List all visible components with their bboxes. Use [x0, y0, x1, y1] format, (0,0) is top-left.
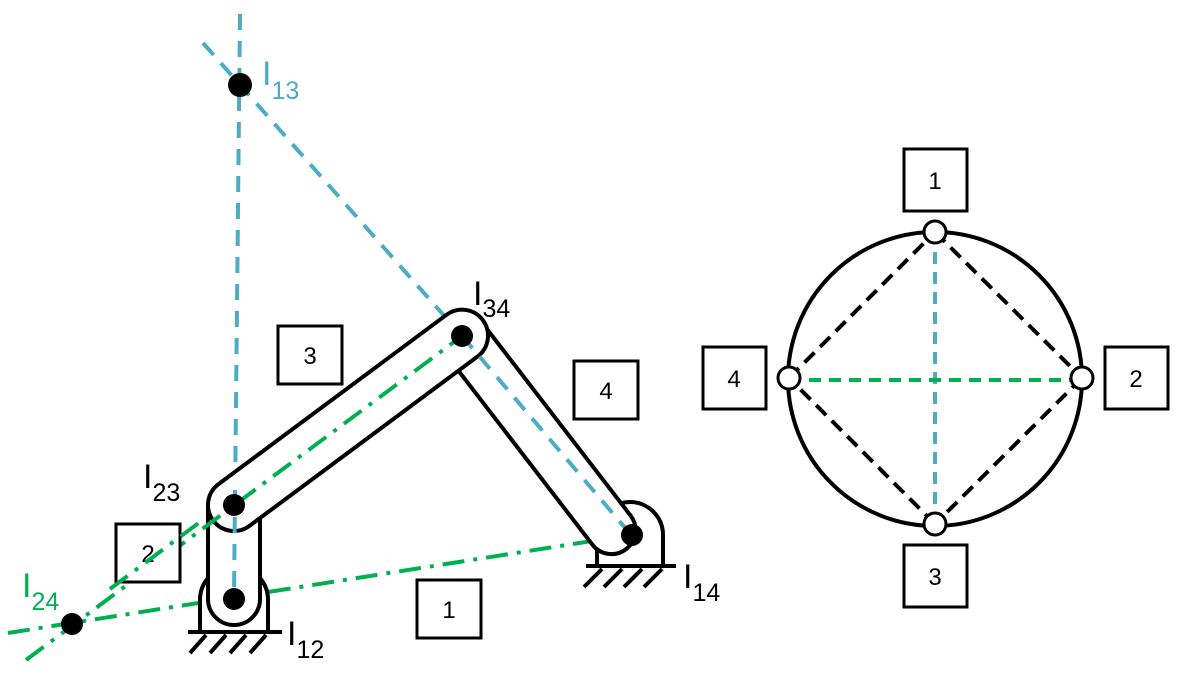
- i24-point: [61, 613, 83, 635]
- link-label-1: 1: [442, 597, 455, 624]
- node-3: [922, 511, 948, 537]
- node-label-box-4: 4: [701, 345, 768, 411]
- node-4: [776, 365, 802, 391]
- node-label-box-3: 3: [902, 543, 969, 609]
- node-label-3: 3: [928, 564, 941, 591]
- edge-4-1: [787, 230, 937, 380]
- instant-center-points: [61, 73, 643, 635]
- circle-diagram: 1 2 3 4: [701, 147, 1170, 609]
- link-label-box-2: 2: [114, 522, 182, 584]
- edge-3-4: [787, 376, 937, 526]
- node-label-4: 4: [727, 366, 740, 393]
- i34-label: I34: [473, 275, 510, 323]
- edge-2-3: [933, 376, 1084, 526]
- i14-label: I14: [683, 558, 720, 607]
- construction-lines-over: [24, 334, 634, 662]
- node-1: [922, 219, 948, 245]
- link-label-2: 2: [141, 541, 154, 568]
- link-label-3: 3: [303, 343, 316, 370]
- link-label-box-3: 3: [276, 324, 344, 386]
- i13-label: I13: [262, 55, 299, 105]
- edge-1-2: [933, 230, 1084, 380]
- i24-line-upper: [24, 334, 464, 662]
- link-label-box-4: 4: [572, 359, 640, 421]
- i13-point: [228, 73, 252, 97]
- i13-line-diagonal-lower: [460, 334, 634, 538]
- i23-point: [223, 494, 245, 516]
- i14-point: [621, 524, 643, 546]
- i12-label: I12: [287, 615, 324, 664]
- i24-line-over-box2: [108, 520, 202, 591]
- node-label-box-1: 1: [902, 147, 969, 213]
- i23-label: I23: [143, 458, 180, 507]
- node-2: [1069, 365, 1095, 391]
- i34-point: [451, 325, 473, 347]
- link-label-box-1: 1: [415, 578, 483, 640]
- node-label-box-2: 2: [1103, 345, 1170, 411]
- i24-line-lower: [7, 533, 631, 635]
- i24-label: I24: [22, 567, 59, 616]
- i12-point: [223, 588, 245, 610]
- node-label-2: 2: [1129, 366, 1142, 393]
- construction-lines: [7, 13, 631, 635]
- node-label-1: 1: [928, 168, 941, 195]
- i13-line-over-link2: [232, 489, 237, 599]
- link-label-4: 4: [599, 378, 612, 405]
